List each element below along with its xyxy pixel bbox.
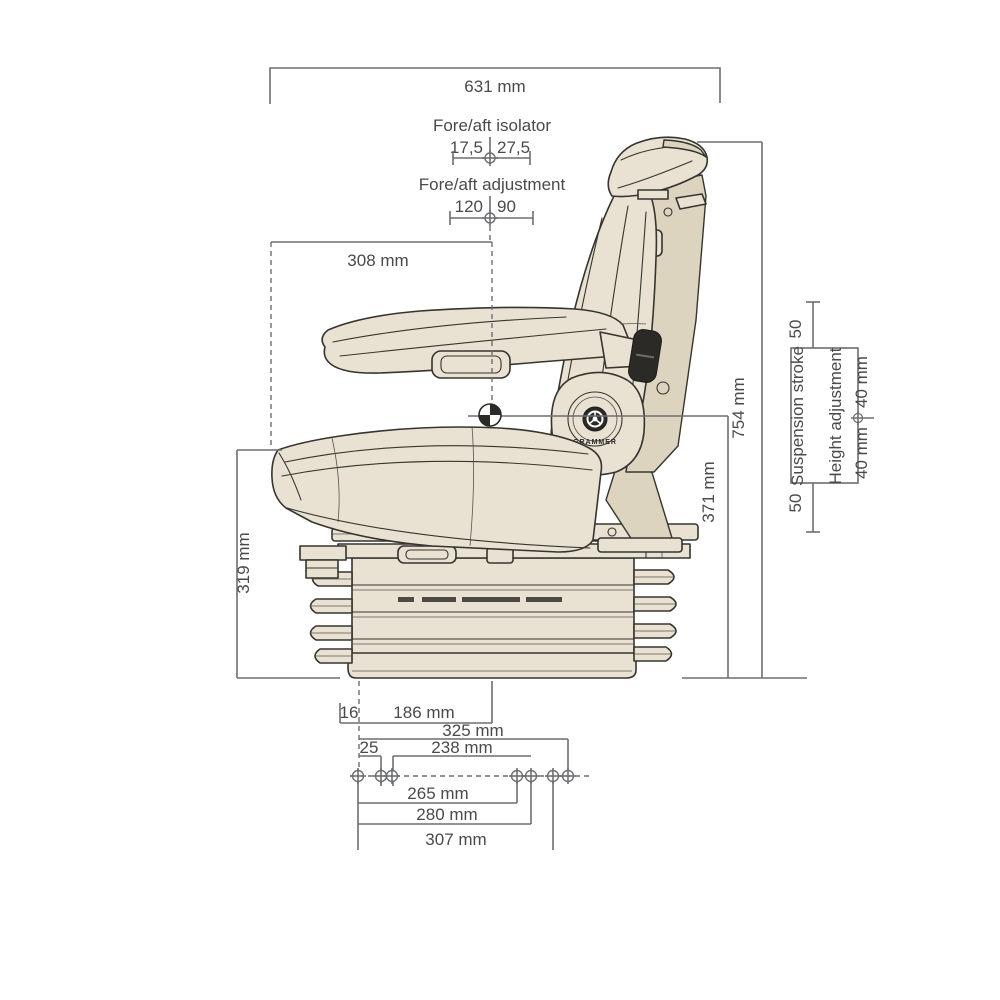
- dim-overall-height-label: 754 mm: [729, 377, 748, 438]
- fore-aft-adjustment-rear: 90: [497, 197, 516, 216]
- dim-front-height: 319 mm: [234, 449, 340, 679]
- fore-aft-adjustment-front: 120: [455, 197, 483, 216]
- mounting-hole-icon: [350, 768, 366, 784]
- mounting-hole-icon: [373, 768, 389, 784]
- height-adjustment-title: Height adjustment: [826, 347, 845, 484]
- seat-cushion: [271, 425, 603, 553]
- center-of-gravity-icon: [468, 403, 728, 427]
- dim-265-label: 265 mm: [407, 784, 468, 803]
- headrest: [607, 136, 709, 200]
- dim-srp-to-front-label: 308 mm: [347, 251, 408, 270]
- base-label-strip: [398, 597, 562, 602]
- seat-side-view: GRAMMER: [271, 136, 709, 679]
- suspension-stroke-down: 50: [786, 494, 805, 513]
- suspension-bellows: [299, 543, 691, 679]
- fore-aft-isolator-rear: 27,5: [497, 138, 530, 157]
- dimension-annotations: 631 mm Fore/aft isolator 17,5 27,5 Fore/…: [234, 67, 874, 850]
- dim-suspension-stroke: 50 Suspension stroke 50 Height adjustmen…: [786, 301, 874, 533]
- dim-280-label: 280 mm: [416, 805, 477, 824]
- bellows-ribs-right: [633, 569, 677, 662]
- suspension-stroke-up: 50: [786, 320, 805, 339]
- dim-238-label: 238 mm: [431, 738, 492, 757]
- dim-srp-height: 371 mm: [699, 416, 729, 678]
- backrest-adjust-knob: [628, 329, 662, 383]
- dim-186-label: 186 mm: [393, 703, 454, 722]
- dim-fore-aft-isolator: Fore/aft isolator 17,5 27,5: [433, 116, 551, 166]
- mounting-hole-icon: [523, 768, 539, 784]
- dim-srp-height-label: 371 mm: [699, 461, 718, 522]
- height-adjustment-up: 40 mm: [852, 356, 871, 408]
- reference-point-icon: [482, 150, 498, 166]
- height-adjustment-down: 40 mm: [852, 427, 871, 479]
- reference-point-icon: [482, 210, 498, 226]
- mounting-hole-icon: [509, 768, 525, 784]
- dim-srp-to-front: 308 mm: [270, 241, 493, 448]
- dim-offset16-label: 16: [340, 703, 359, 722]
- fore-aft-isolator-front: 17,5: [450, 138, 483, 157]
- dim-front-height-label: 319 mm: [234, 532, 253, 593]
- dim-mounting-block: 16 186 mm 325 mm 25 238 mm: [339, 681, 590, 850]
- bellows-ribs-left: [309, 571, 353, 664]
- mounting-hole-icon: [384, 768, 400, 784]
- dim-fore-aft-adjustment: Fore/aft adjustment 120 90: [419, 175, 566, 242]
- mounting-hole-icon: [545, 768, 561, 784]
- suspension-stroke-title: Suspension stroke: [788, 346, 807, 486]
- dim-overall-width: 631 mm: [269, 67, 721, 104]
- dim-325-label: 325 mm: [442, 721, 503, 740]
- armrest: [321, 306, 643, 379]
- dim-overall-height: 754 mm: [697, 141, 763, 678]
- fore-aft-isolator-title: Fore/aft isolator: [433, 116, 551, 135]
- dim-307-label: 307 mm: [425, 830, 486, 849]
- reference-point-icon: [851, 411, 874, 425]
- mounting-hole-icons: [350, 768, 576, 784]
- steering-wheel-icon: [582, 406, 608, 432]
- fore-aft-adjustment-title: Fore/aft adjustment: [419, 175, 566, 194]
- dim-overall-width-label: 631 mm: [464, 77, 525, 96]
- dim-25-label: 25: [360, 738, 379, 757]
- mounting-hole-icon: [560, 768, 576, 784]
- brand-logo: GRAMMER: [573, 439, 617, 446]
